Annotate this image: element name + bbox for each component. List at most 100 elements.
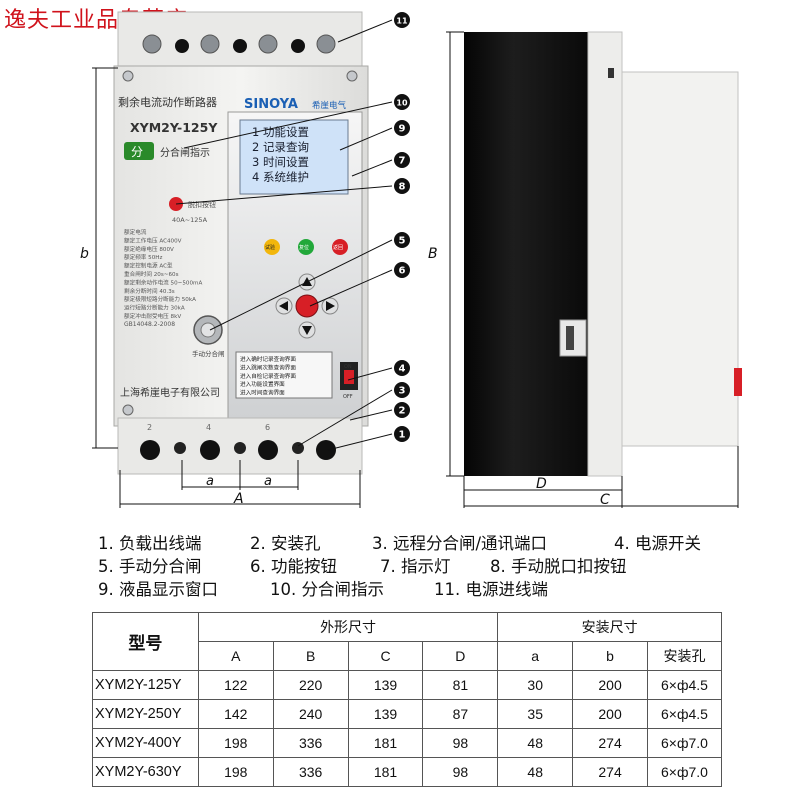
table-cell: 122 — [197, 670, 274, 700]
callout-number: 3 — [399, 386, 406, 397]
legend-item: 2. 安装孔 — [250, 534, 321, 553]
table-cell: 6×ф7.0 — [646, 728, 723, 758]
arrow-right-icon — [326, 301, 335, 311]
table-cell: 6×ф4.5 — [646, 670, 723, 700]
return-light-label: 返回 — [333, 244, 343, 251]
callout-9: 9 — [394, 120, 410, 136]
switch-off-label: OFF — [343, 394, 353, 400]
lcd-line-4: 4 系统维护 — [252, 170, 309, 184]
legend-item: 6. 功能按钮 — [250, 557, 337, 576]
spec-line: 额定电流 — [124, 228, 147, 236]
legend-item: 1. 负载出线端 — [98, 534, 202, 553]
model-cell: XYM2Y-630Y — [92, 757, 199, 787]
front-dimensions — [92, 67, 361, 508]
side-body-black — [464, 32, 588, 476]
col-holes: 安装孔 — [646, 641, 723, 671]
test-light-icon[interactable] — [264, 239, 280, 255]
table-cell: 181 — [347, 757, 424, 787]
release-label: 脱扣按钮 — [188, 200, 216, 209]
table-cell: 181 — [347, 728, 424, 758]
return-light-icon[interactable] — [332, 239, 348, 255]
spec-line: 额定冲击耐受电压 8kV — [124, 312, 181, 320]
table-cell: 198 — [197, 757, 274, 787]
legend-item: 11. 电源进线端 — [434, 580, 548, 599]
spec-line: 重合闸时间 20s~60s — [124, 270, 179, 278]
side-dimensions — [446, 31, 739, 508]
lcd-line-2: 2 记录查询 — [252, 140, 309, 154]
table-cell: 6×ф7.0 — [646, 757, 723, 787]
info-line: 进入跳闸次数查询界面 — [240, 363, 296, 371]
terminal-label-4: 4 — [206, 423, 211, 432]
callout-11: 11 — [394, 12, 410, 28]
table-cell: 6×ф4.5 — [646, 699, 723, 729]
callout-number: 4 — [399, 364, 406, 375]
legend-item: 8. 手动脱口扣按钮 — [490, 557, 627, 576]
breaker-diagram: 剩余电流动作断路器 XYM2Y-125Y 分 分合闸指示 脱扣按钮 SINOYA… — [80, 11, 742, 508]
info-lines: 进入确时记录查询界面进入跳闸次数查询界面进入自检记录查询界面进入功能设置界面进入… — [240, 355, 296, 397]
manufacturer-name: 上海希崖电子有限公司 — [120, 386, 220, 399]
table-cell: 142 — [197, 699, 274, 729]
callout-number: 5 — [399, 236, 406, 247]
callout-number: 7 — [399, 156, 406, 167]
function-buttons[interactable] — [275, 273, 339, 339]
legend-item: 5. 手动分合闸 — [98, 557, 202, 576]
header-mount: 安装尺寸 — [497, 612, 722, 642]
col-B: B — [272, 641, 349, 671]
lcd-window — [239, 119, 349, 195]
table-cell: 35 — [497, 699, 574, 729]
table-cell: 240 — [272, 699, 349, 729]
open-close-indicator — [124, 142, 154, 160]
legend-item: 3. 远程分合闸/通讯端口 — [372, 534, 548, 553]
dim-D: D — [536, 476, 547, 492]
switch-on-label: ON — [344, 364, 352, 370]
table-cell: 48 — [497, 757, 574, 787]
spec-line: 额定控制电源 AC型 — [124, 262, 173, 270]
indicator-char: 分 — [131, 145, 143, 159]
table-cell: 274 — [572, 757, 648, 787]
callout-number: 11 — [396, 17, 408, 26]
top-terminals — [142, 34, 336, 54]
table-cell: 336 — [272, 757, 349, 787]
dim-b: b — [80, 246, 89, 262]
info-line: 进入自检记录查询界面 — [240, 372, 296, 380]
callout-7: 7 — [394, 152, 410, 168]
side-base — [587, 31, 623, 477]
legend-item: 10. 分合闸指示 — [270, 580, 384, 599]
reset-light-icon[interactable] — [298, 239, 314, 255]
callout-number: 8 — [399, 182, 406, 193]
product-name: 剩余电流动作断路器 — [118, 95, 217, 109]
callout-10: 10 — [394, 94, 410, 110]
info-box — [235, 351, 333, 399]
table-cell: 200 — [572, 699, 648, 729]
table-cell: 81 — [422, 670, 499, 700]
col-A: A — [197, 641, 274, 671]
callout-number: 6 — [399, 266, 406, 277]
table-cell: 200 — [572, 670, 648, 700]
dim-B: B — [428, 246, 438, 262]
lcd-line-1: 1 功能设置 — [252, 125, 309, 139]
side-cover — [621, 71, 739, 447]
callout-markers: 1 2 3 4 5 6 7 8 9 10 11 — [394, 12, 410, 442]
side-switch — [734, 368, 742, 396]
spec-line: 额定剩余动作电流 50~500mA — [124, 278, 202, 286]
table-cell: 87 — [422, 699, 499, 729]
spec-line: 额定绝缘电压 800V — [124, 245, 174, 253]
legend-item: 7. 指示灯 — [380, 557, 451, 576]
callout-1: 1 — [394, 426, 410, 442]
callout-8: 8 — [394, 178, 410, 194]
dim-a-left: a — [206, 474, 214, 489]
callout-4: 4 — [394, 360, 410, 376]
col-D: D — [422, 641, 499, 671]
callout-2: 2 — [394, 402, 410, 418]
arrow-down-icon — [302, 326, 312, 335]
model-cell: XYM2Y-400Y — [92, 728, 199, 758]
indicator-label: 分合闸指示 — [160, 146, 210, 159]
front-view: 剩余电流动作断路器 XYM2Y-125Y 分 分合闸指示 脱扣按钮 SINOYA… — [113, 11, 369, 475]
brand-logo: SINOYA — [244, 97, 298, 112]
info-line: 进入功能设置界面 — [240, 380, 285, 388]
current-range: 40A~125A — [172, 216, 208, 224]
terminal-label-2: 2 — [147, 423, 152, 432]
dim-a-right: a — [264, 474, 272, 489]
terminal-label-6: 6 — [265, 423, 270, 432]
